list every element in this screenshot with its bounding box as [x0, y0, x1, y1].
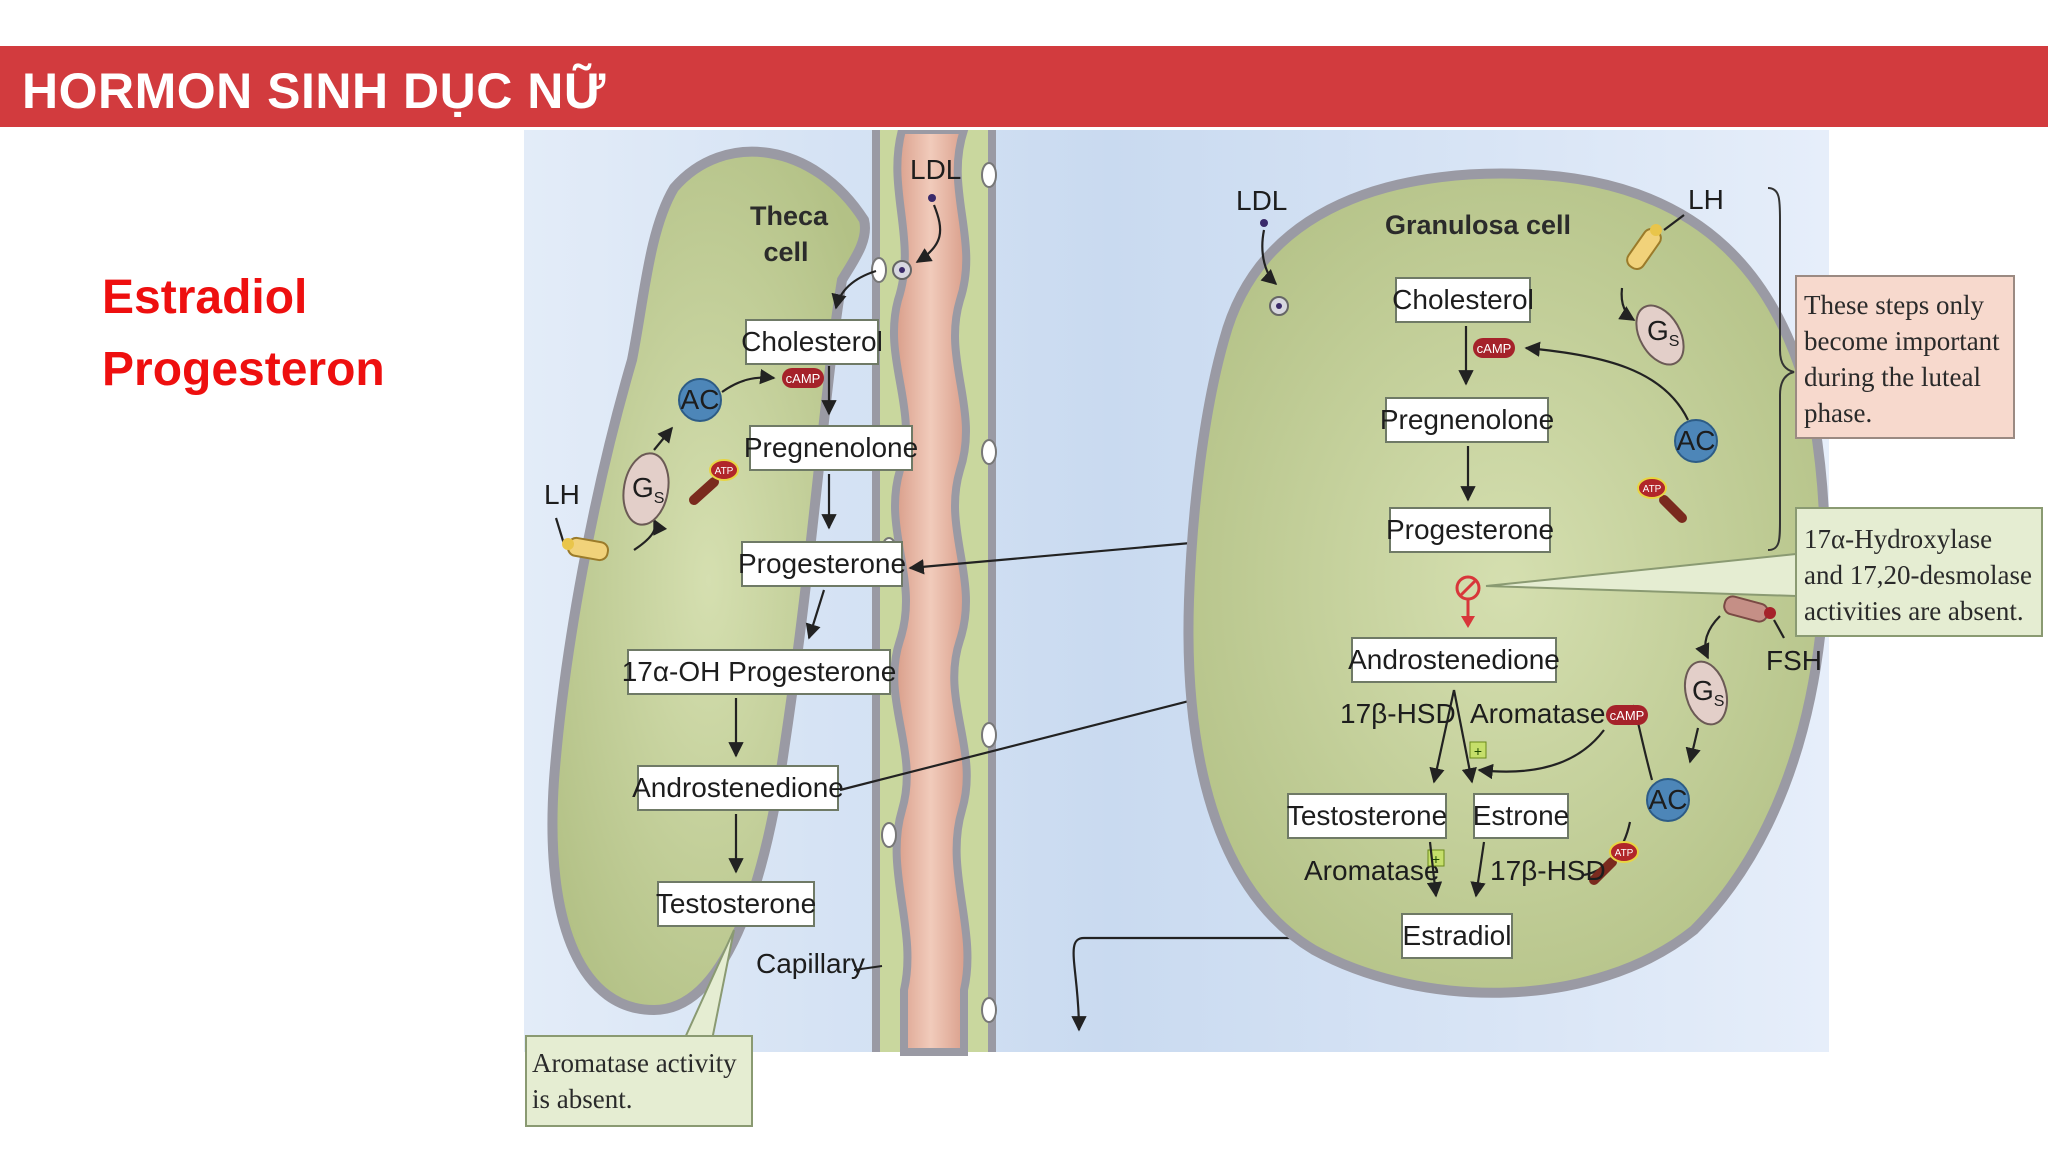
- theca-step-17oh-progesterone: 17α-OH Progesterone: [622, 656, 897, 687]
- svg-text:cAMP: cAMP: [1477, 341, 1512, 356]
- theca-title-line2: cell: [763, 237, 808, 267]
- svg-text:cAMP: cAMP: [786, 371, 821, 386]
- enzyme-17b-hsd-lower: 17β-HSD: [1490, 855, 1606, 886]
- hydroxylase-note-line1: 17α-Hydroxylase: [1804, 524, 1992, 554]
- granulosa-camp-lh-badge: cAMP: [1473, 338, 1515, 358]
- granulosa-step-androstenedione: Androstenedione: [1348, 644, 1560, 675]
- granulosa-camp-fsh-badge: cAMP: [1606, 705, 1648, 725]
- theca-title-line1: Theca: [750, 201, 829, 231]
- granulosa-gs-lh-label: GS: [1647, 315, 1679, 350]
- blocked-pathway-icon: [1455, 575, 1481, 628]
- hydroxylase-note-box: [1795, 507, 2043, 637]
- svg-text:ATP: ATP: [1643, 484, 1662, 495]
- theca-step-17oh-progesterone-box: [627, 649, 891, 695]
- theca-ldl-receptor-icon: [892, 260, 912, 280]
- granulosa-step-testosterone: Testosterone: [1287, 800, 1447, 831]
- hormone-item-estradiol: Estradiol: [102, 271, 308, 324]
- enzyme-aromatase-upper: Aromatase: [1470, 698, 1605, 729]
- estradiol-to-capillary-arrow: [1071, 936, 1400, 1032]
- theca-step-androstenedione-box: [637, 765, 839, 811]
- svg-text:ATP: ATP: [715, 466, 734, 477]
- enzyme-17b-hsd-upper: 17β-HSD: [1340, 698, 1456, 729]
- enzyme-aromatase-lower: Aromatase: [1304, 855, 1439, 886]
- theca-atp-icon: ATP: [689, 459, 739, 505]
- granulosa-step-estrone-box: [1473, 793, 1569, 839]
- granulosa-fsh-label: FSH: [1766, 645, 1822, 676]
- theca-step-progesterone: Progesterone: [738, 548, 906, 579]
- granulosa-lh-label: LH: [1688, 184, 1724, 215]
- granulosa-step-estradiol-box: [1401, 913, 1513, 959]
- granulosa-ldl-label: LDL: [1236, 185, 1287, 216]
- hydroxylase-note-line3: activities are absent.: [1804, 596, 2024, 626]
- granulosa-step-pregnenolone: Pregnenolone: [1380, 404, 1554, 435]
- luteal-note-line4: phase.: [1804, 398, 1872, 428]
- granulosa-gs-fsh-label: GS: [1692, 675, 1724, 710]
- aromatase-note-line2: is absent.: [532, 1084, 633, 1114]
- granulosa-step-pregnenolone-box: [1385, 397, 1549, 443]
- theca-step-cholesterol: Cholesterol: [741, 326, 883, 357]
- granulosa-step-progesterone-box: [1389, 507, 1551, 553]
- granulosa-atp-fsh-icon: ATP: [1589, 841, 1639, 885]
- capillary: [871, 130, 997, 1056]
- svg-text:+: +: [1432, 851, 1440, 867]
- aromatase-stimulation-plus-icon: +: [1469, 741, 1487, 759]
- granulosa-fsh-receptor-icon: [1723, 595, 1776, 623]
- theca-gs-label: GS: [632, 472, 664, 507]
- theca-ldl-label: LDL: [910, 154, 961, 185]
- granulosa-ldl-particle-icon: [1260, 219, 1268, 227]
- luteal-note-line2: become important: [1804, 326, 2000, 356]
- granulosa-title: Granulosa cell: [1385, 210, 1571, 240]
- theca-ac-label: AC: [681, 384, 720, 415]
- granulosa-ac-lh-icon: [1674, 419, 1718, 463]
- aromatase-note-box: [525, 1035, 753, 1127]
- luteal-phase-bracket: [1767, 187, 1795, 551]
- granulosa-step-estradiol: Estradiol: [1403, 920, 1512, 951]
- svg-text:ATP: ATP: [1615, 848, 1634, 859]
- theca-gs-protein-icon: [622, 452, 670, 526]
- granulosa-step-androstenedione-box: [1351, 637, 1557, 683]
- granulosa-step-testosterone-box: [1287, 793, 1447, 839]
- theca-lh-label: LH: [544, 479, 580, 510]
- granulosa-step-progesterone: Progesterone: [1386, 514, 1554, 545]
- svg-text:+: +: [1474, 743, 1482, 759]
- theca-lh-receptor-icon: [562, 536, 609, 562]
- granulosa-lh-receptor-icon: [1626, 224, 1662, 271]
- granulosa-step-estrone: Estrone: [1473, 800, 1570, 831]
- theca-step-testosterone-box: [657, 881, 815, 927]
- theca-step-pregnenolone: Pregnenolone: [744, 432, 918, 463]
- theca-step-cholesterol-box: [745, 319, 879, 365]
- svg-text:cAMP: cAMP: [1610, 708, 1645, 723]
- hormone-item-progesteron: Progesteron: [102, 343, 385, 396]
- granulosa-ldl-receptor-icon: [1269, 296, 1289, 316]
- ovarian-steroidogenesis-diagram: Capillary Theca cell LDL LH GS AC ATP cA…: [524, 130, 2043, 1127]
- granulosa-ac-fsh-label: AC: [1649, 784, 1688, 815]
- theca-ldl-particle-icon: [928, 194, 936, 202]
- granulosa-gs-fsh-icon: [1683, 660, 1729, 726]
- granulosa-gs-lh-icon: [1635, 304, 1685, 366]
- theca-step-androstenedione: Androstenedione: [632, 772, 844, 803]
- luteal-note-line1: These steps only: [1804, 290, 1984, 320]
- aromatase-note-line1: Aromatase activity: [532, 1048, 737, 1078]
- granulosa-atp-lh-icon: ATP: [1637, 477, 1687, 523]
- page-title: HORMON SINH DỤC NỮ: [22, 63, 606, 119]
- capillary-label: Capillary: [756, 948, 865, 979]
- theca-step-pregnenolone-box: [749, 425, 913, 471]
- granulosa-ac-fsh-icon: [1646, 778, 1690, 822]
- luteal-note-box: [1795, 275, 2015, 439]
- luteal-note-line3: during the luteal: [1804, 362, 1981, 392]
- hormone-list: Estradiol Progesteron: [102, 262, 385, 406]
- title-bar: HORMON SINH DỤC NỮ: [0, 46, 2048, 127]
- theca-step-testosterone: Testosterone: [656, 888, 816, 919]
- theca-step-progesterone-box: [741, 541, 903, 587]
- granulosa-step-cholesterol-box: [1395, 277, 1531, 323]
- hydroxylase-note-line2: and 17,20-desmolase: [1804, 560, 2032, 590]
- granulosa-ac-lh-label: AC: [1677, 425, 1716, 456]
- theca-ac-enzyme-icon: [678, 378, 722, 422]
- theca-camp-badge: cAMP: [782, 368, 824, 388]
- granulosa-step-cholesterol: Cholesterol: [1392, 284, 1534, 315]
